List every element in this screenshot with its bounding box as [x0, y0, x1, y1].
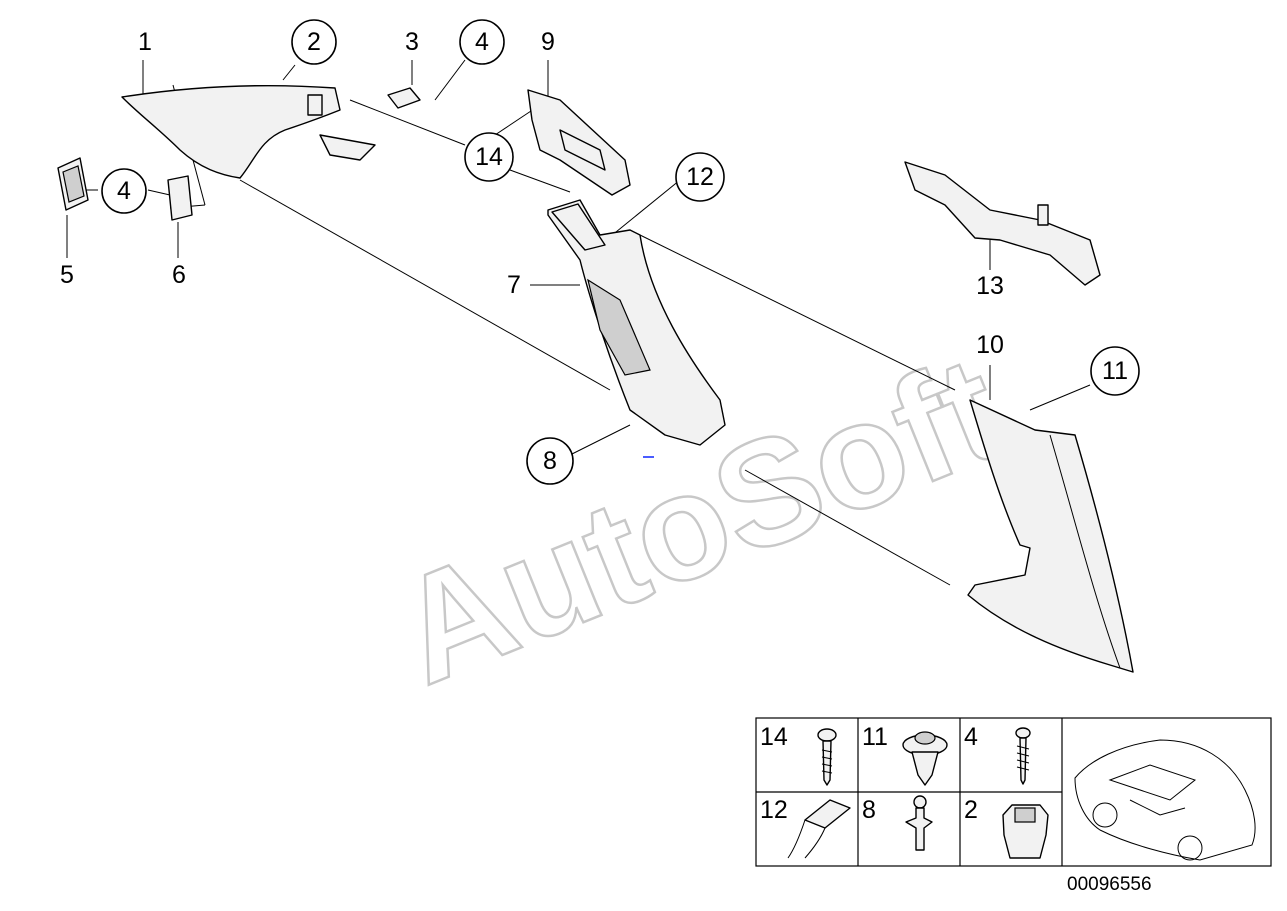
- callout-12: 12: [675, 152, 725, 202]
- callout-7: 7: [507, 271, 521, 299]
- callout-4-left: 4: [101, 168, 147, 214]
- car-outline-icon: [1074, 739, 1256, 861]
- push-clip-icon: [902, 731, 948, 786]
- b-pillar-trim-part-7: [547, 199, 726, 446]
- clip-part-3: [387, 87, 421, 109]
- screw-icon: [817, 728, 837, 786]
- legend-cell-4: 4: [964, 723, 978, 751]
- clip-nut-icon: [1002, 804, 1049, 859]
- callout-10: 10: [976, 331, 1004, 359]
- fastener-legend: 14 11 4 12 8 2: [755, 717, 1272, 867]
- svg-text:12: 12: [686, 163, 714, 191]
- bracket-part-6: [167, 175, 193, 221]
- callout-3: 3: [405, 28, 419, 56]
- tapping-screw-icon: [1015, 727, 1031, 785]
- legend-cell-12: 12: [760, 796, 788, 824]
- legend-cell-11: 11: [862, 723, 888, 751]
- bracket-part-9: [527, 89, 631, 196]
- callout-13: 13: [976, 272, 1004, 300]
- callout-6: 6: [172, 261, 186, 289]
- svg-text:14: 14: [475, 143, 503, 171]
- callout-1: 1: [138, 28, 152, 56]
- callout-8: 8: [526, 437, 574, 485]
- upper-trim-panel: [121, 84, 376, 179]
- c-pillar-trim-part-10: [967, 399, 1134, 673]
- legend-cell-14: 14: [760, 723, 788, 751]
- rivet-icon: [905, 795, 933, 851]
- svg-text:2: 2: [307, 28, 321, 56]
- air-duct-part-13: [904, 161, 1101, 286]
- callout-5: 5: [60, 261, 74, 289]
- callout-2: 2: [291, 19, 337, 65]
- reference-number: 00096556: [1067, 874, 1152, 895]
- callout-11: 11: [1090, 346, 1140, 396]
- svg-text:4: 4: [117, 177, 131, 205]
- callout-14: 14: [464, 132, 514, 182]
- spring-clip-icon: [787, 799, 851, 859]
- svg-text:11: 11: [1102, 357, 1128, 385]
- callout-9: 9: [541, 28, 555, 56]
- legend-cell-2: 2: [964, 796, 978, 824]
- callout-4-top: 4: [459, 19, 505, 65]
- svg-text:8: 8: [543, 447, 557, 475]
- svg-text:4: 4: [475, 28, 489, 56]
- vent-grille-part-5: [57, 157, 89, 211]
- legend-cell-8: 8: [862, 796, 876, 824]
